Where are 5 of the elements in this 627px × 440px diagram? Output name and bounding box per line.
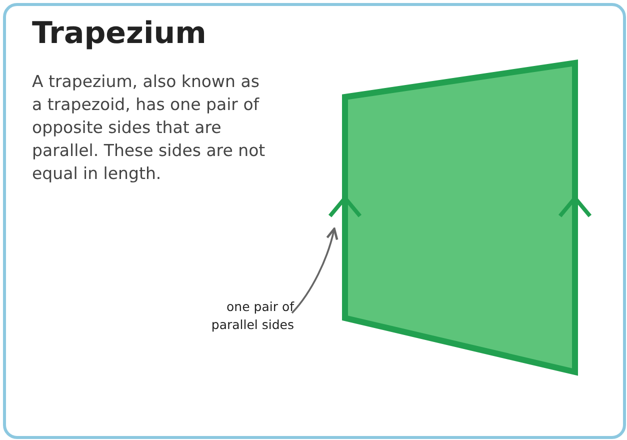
trapezium-shape [328,60,592,376]
callout-label: one pair of parallel sides [190,298,294,334]
title: Trapezium [32,16,206,51]
description-text: A trapezium, also known as a trapezoid, has one pair of opposite sides that are parallel. These sides are not equal in length. [32,71,266,185]
leader-line [291,228,338,314]
